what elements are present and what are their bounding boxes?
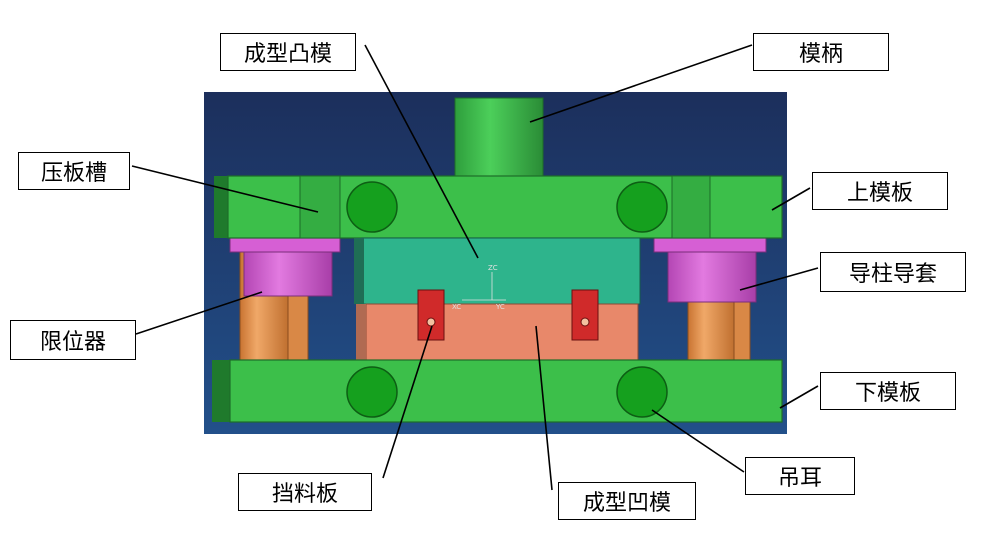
axis-yc: YC [495,303,505,311]
axis-zc: ZC [488,264,498,272]
limiter-right [687,299,751,361]
leader-lower [779,385,819,409]
leader-punch [364,44,479,259]
axis-xc: XC [452,303,461,311]
axis-triad [462,272,506,301]
label-die-handle: 模柄 [753,33,889,71]
lower-plate-shape [212,359,783,423]
leader-die [535,325,553,491]
leader-guide [739,267,819,291]
leader-stop [382,325,433,479]
die-handle-shape [454,97,544,179]
label-forming-punch: 成型凸模 [220,33,356,71]
leader-slot [131,165,319,213]
upper-plate-shape [214,175,783,239]
leader-upper [771,187,811,211]
guide-bushing-right [653,237,767,303]
label-guide-post-bushing: 导柱导套 [820,252,966,292]
stop-plate-left [417,289,445,341]
label-upper-plate: 上模板 [812,172,948,210]
leader-handle [529,44,753,123]
label-forming-die: 成型凹模 [558,482,696,520]
label-limiter: 限位器 [10,320,136,360]
leader-lug [651,409,745,473]
label-stop-plate: 挡料板 [238,473,372,511]
punch-shadow [354,238,364,304]
guide-bushing-left [229,237,341,297]
die-side [356,304,366,362]
label-lifting-lug: 吊耳 [745,457,855,495]
leader-limit [135,291,263,335]
label-clamp-slot: 压板槽 [18,152,130,190]
stop-plate-right [571,289,599,341]
leader-lines [131,44,819,491]
label-lower-plate: 下模板 [820,372,956,410]
